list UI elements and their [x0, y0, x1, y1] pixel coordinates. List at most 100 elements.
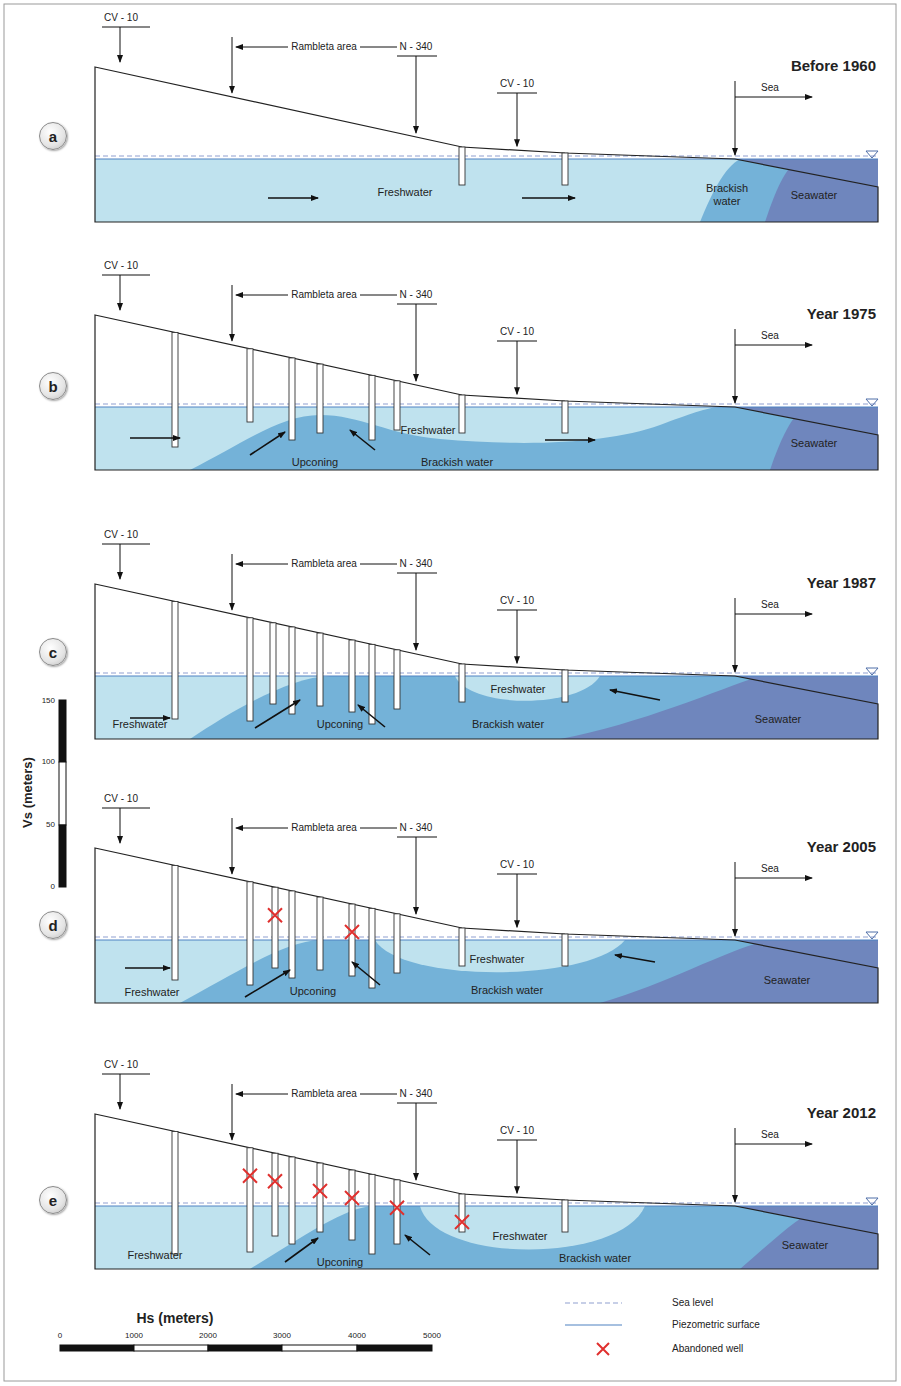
well [317, 364, 323, 433]
road-marker-arrow [416, 56, 417, 133]
panel-letter: c [49, 645, 57, 660]
freshwater-zone [95, 407, 878, 470]
ground-outline [95, 584, 878, 739]
piezometric-surface [95, 407, 878, 408]
flow-arrow [268, 197, 318, 199]
road-marker-arrow [416, 304, 417, 381]
flow-arrow [255, 700, 300, 728]
label: Freshwater [124, 986, 179, 999]
area-marker-arrow [232, 37, 233, 93]
well [172, 601, 178, 719]
road-marker-arrow [517, 1140, 518, 1193]
ground-outline [95, 1114, 878, 1269]
well [459, 928, 465, 966]
label: Freshwater [112, 718, 167, 731]
road-marker-bar [102, 27, 150, 28]
sea-level-line [95, 404, 878, 405]
label: 0 [51, 882, 55, 891]
sea-level-symbol [866, 1198, 878, 1205]
label: Freshwater [492, 1230, 547, 1243]
abandoned-well-mark [345, 925, 359, 939]
well [317, 633, 323, 706]
road-marker-bar [397, 304, 437, 305]
legend-sample-abandoned-well [597, 1343, 609, 1355]
road-marker-bar [397, 56, 437, 57]
label: 2000 [199, 1331, 217, 1340]
label: CV - 10 [104, 260, 138, 272]
road-marker-arrow [517, 874, 518, 927]
panel-letter: e [49, 1193, 57, 1208]
axis-title: Vs (meters) [21, 757, 36, 828]
label: CV - 10 [500, 1125, 534, 1137]
freshwater-zone [95, 159, 878, 222]
well [369, 644, 375, 724]
freshwater-lens [420, 1206, 645, 1250]
sea-direction-arrow [735, 614, 812, 615]
label: CV - 10 [104, 529, 138, 541]
flow-arrow [245, 970, 290, 997]
label: Freshwater [377, 186, 432, 199]
piezometric-surface [95, 1206, 878, 1207]
road-marker-arrow [120, 1074, 121, 1109]
sea-direction-arrow [735, 345, 812, 346]
cross-section-panel [95, 544, 878, 739]
panel-title: Year 2005 [807, 838, 876, 855]
panel-title: Year 1975 [807, 305, 876, 322]
label: N - 340 [397, 822, 436, 834]
sea-level-line [95, 1203, 878, 1204]
area-marker-arrow [232, 818, 233, 874]
flow-arrow [285, 1238, 318, 1262]
area-marker-arrow [232, 554, 233, 610]
scale-bar-segment [208, 1345, 282, 1351]
panel-letter-circle: c [39, 638, 67, 666]
label: CV - 10 [500, 326, 534, 338]
figure-border [4, 4, 896, 1381]
sea-direction-arrow [735, 1144, 812, 1145]
label: CV - 10 [500, 859, 534, 871]
flow-arrow [522, 197, 575, 199]
panel-letter: b [48, 379, 57, 394]
ground-outline [95, 315, 878, 470]
legend-sample-piezometric [565, 1324, 622, 1325]
piezometric-surface [95, 940, 878, 941]
freshwater-lens [375, 940, 625, 972]
label: Sea [761, 599, 779, 611]
road-marker-bar [102, 808, 150, 809]
panel-letter-circle: e [39, 1186, 67, 1214]
coast-marker-arrow [735, 329, 736, 403]
label: Sea [761, 330, 779, 342]
coast-marker-arrow [735, 1128, 736, 1202]
scale-bar-segment [59, 762, 66, 825]
abandoned-well-mark [345, 1191, 359, 1205]
label: Seawater [764, 974, 810, 987]
area-marker-arrow [232, 285, 233, 341]
label: Brackish water [705, 182, 749, 207]
well [369, 375, 375, 440]
road-marker-bar [397, 573, 437, 574]
legend-text: Piezometric surface [672, 1319, 760, 1331]
label: 1000 [125, 1331, 143, 1340]
label: CV - 10 [104, 793, 138, 805]
road-marker-arrow [416, 573, 417, 650]
panel-title: Before 1960 [791, 57, 876, 74]
well [289, 1157, 295, 1244]
ground-outline [95, 848, 878, 1003]
label: Brackish water [472, 718, 544, 731]
scale-bar-segment [60, 1345, 134, 1351]
sea-direction-arrow [735, 97, 812, 98]
sea-level-symbol [866, 399, 878, 406]
well [394, 650, 400, 709]
abandoned-well-mark [268, 908, 282, 922]
legend-text: Sea level [672, 1297, 713, 1309]
scale-bar-segment [59, 700, 66, 762]
well [394, 914, 400, 973]
label: N - 340 [397, 289, 436, 301]
well [289, 627, 295, 714]
well [289, 891, 295, 978]
road-marker-arrow [120, 544, 121, 579]
seawater-wedge [600, 940, 878, 1003]
well [459, 147, 465, 185]
well [172, 332, 178, 447]
well [562, 401, 568, 433]
sea-level-line [95, 937, 878, 938]
